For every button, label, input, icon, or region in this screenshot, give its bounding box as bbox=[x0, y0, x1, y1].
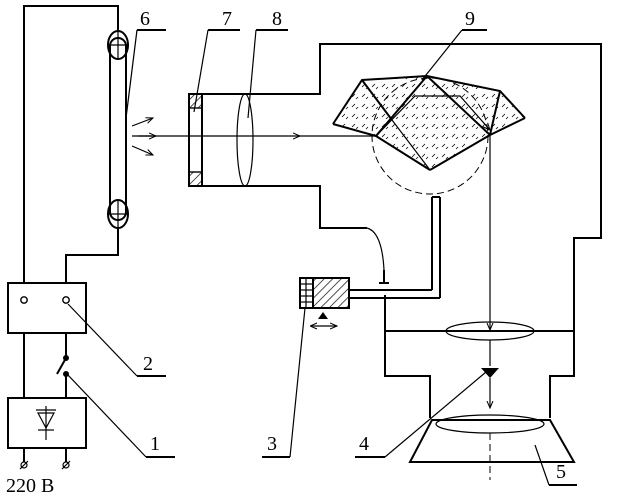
label-6: 6 bbox=[140, 8, 150, 30]
lamp-tube bbox=[107, 30, 129, 229]
focus-point bbox=[481, 368, 499, 378]
micrometer-screw bbox=[299, 277, 350, 326]
label-5: 5 bbox=[556, 461, 566, 483]
control-unit-box bbox=[7, 282, 87, 334]
leader-lines bbox=[66, 29, 577, 486]
prism-assembly bbox=[332, 74, 526, 330]
label-4: 4 bbox=[359, 433, 369, 455]
label-9: 9 bbox=[465, 8, 475, 30]
label-7: 7 bbox=[222, 8, 232, 30]
switch-lever bbox=[56, 357, 67, 375]
rectifier-box bbox=[7, 397, 87, 449]
power-circuit bbox=[7, 5, 119, 470]
collimator-lens bbox=[236, 93, 254, 187]
label-8: 8 bbox=[272, 8, 282, 30]
instrument-housing bbox=[202, 43, 602, 418]
label-1: 1 bbox=[150, 433, 160, 455]
direction-marker-icon bbox=[318, 312, 328, 319]
slit-diaphragm bbox=[188, 93, 203, 187]
eyepiece-lens bbox=[435, 414, 545, 434]
supply-voltage-label: 220 В bbox=[6, 475, 54, 497]
label-2: 2 bbox=[143, 353, 153, 375]
label-3: 3 bbox=[267, 433, 277, 455]
diode-icon bbox=[37, 412, 55, 430]
eyepiece-cup bbox=[408, 414, 576, 480]
